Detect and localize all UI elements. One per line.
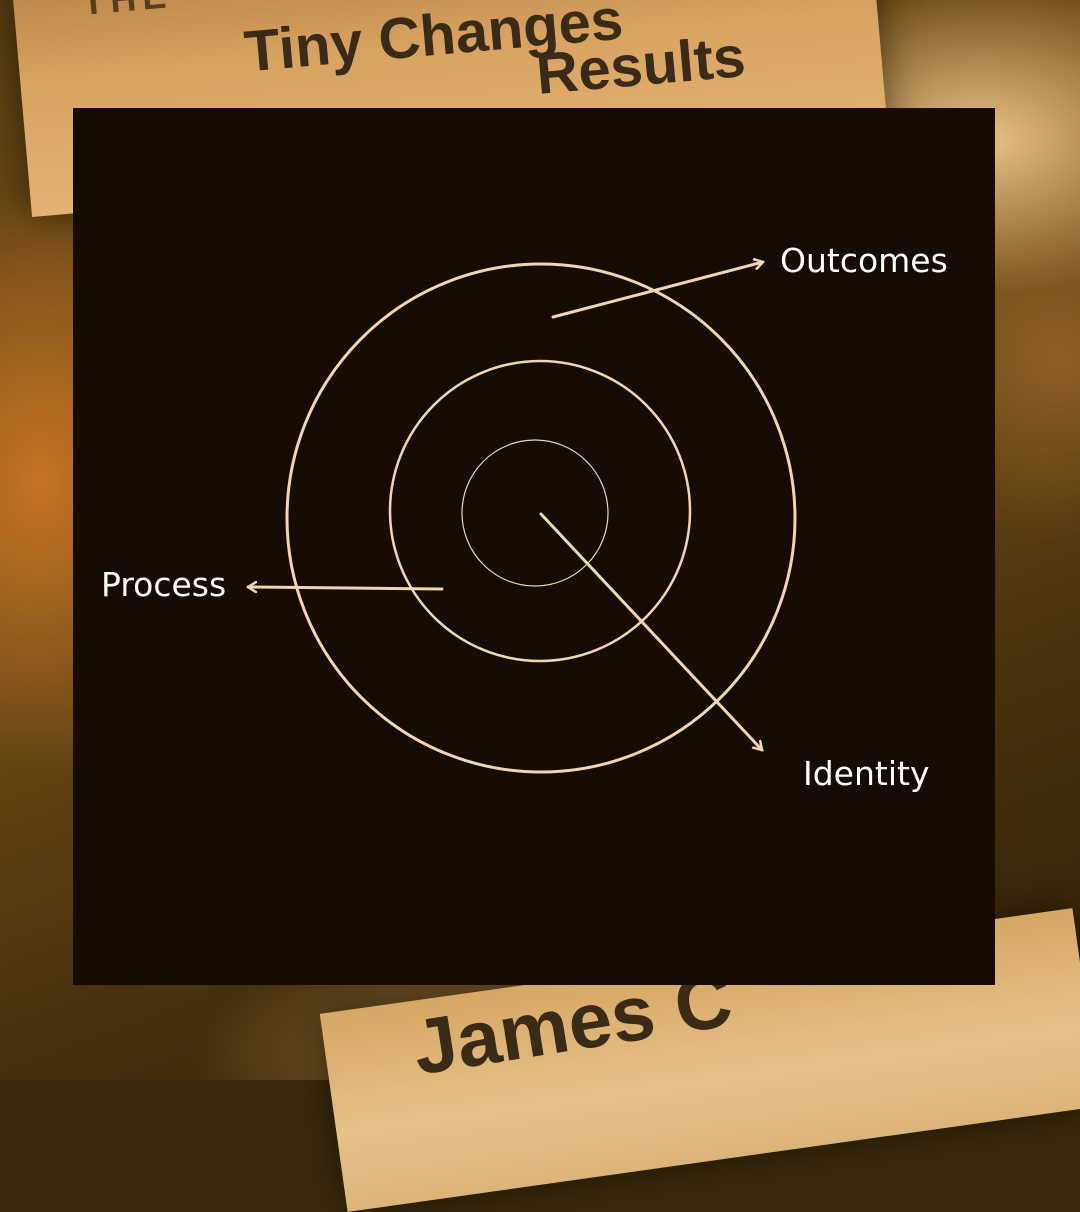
process-label: Process bbox=[101, 565, 227, 604]
identity-label: Identity bbox=[803, 754, 930, 793]
inner-ring-identity bbox=[461, 439, 609, 587]
process-arrow bbox=[246, 587, 444, 589]
identity-arrow bbox=[539, 512, 764, 752]
outer-ring-outcomes bbox=[285, 262, 797, 774]
diagram-panel bbox=[73, 108, 995, 985]
middle-ring-process bbox=[388, 359, 692, 663]
outcomes-arrow bbox=[551, 262, 765, 319]
rings-diagram bbox=[246, 0, 797, 774]
outcomes-label: Outcomes bbox=[780, 241, 948, 280]
